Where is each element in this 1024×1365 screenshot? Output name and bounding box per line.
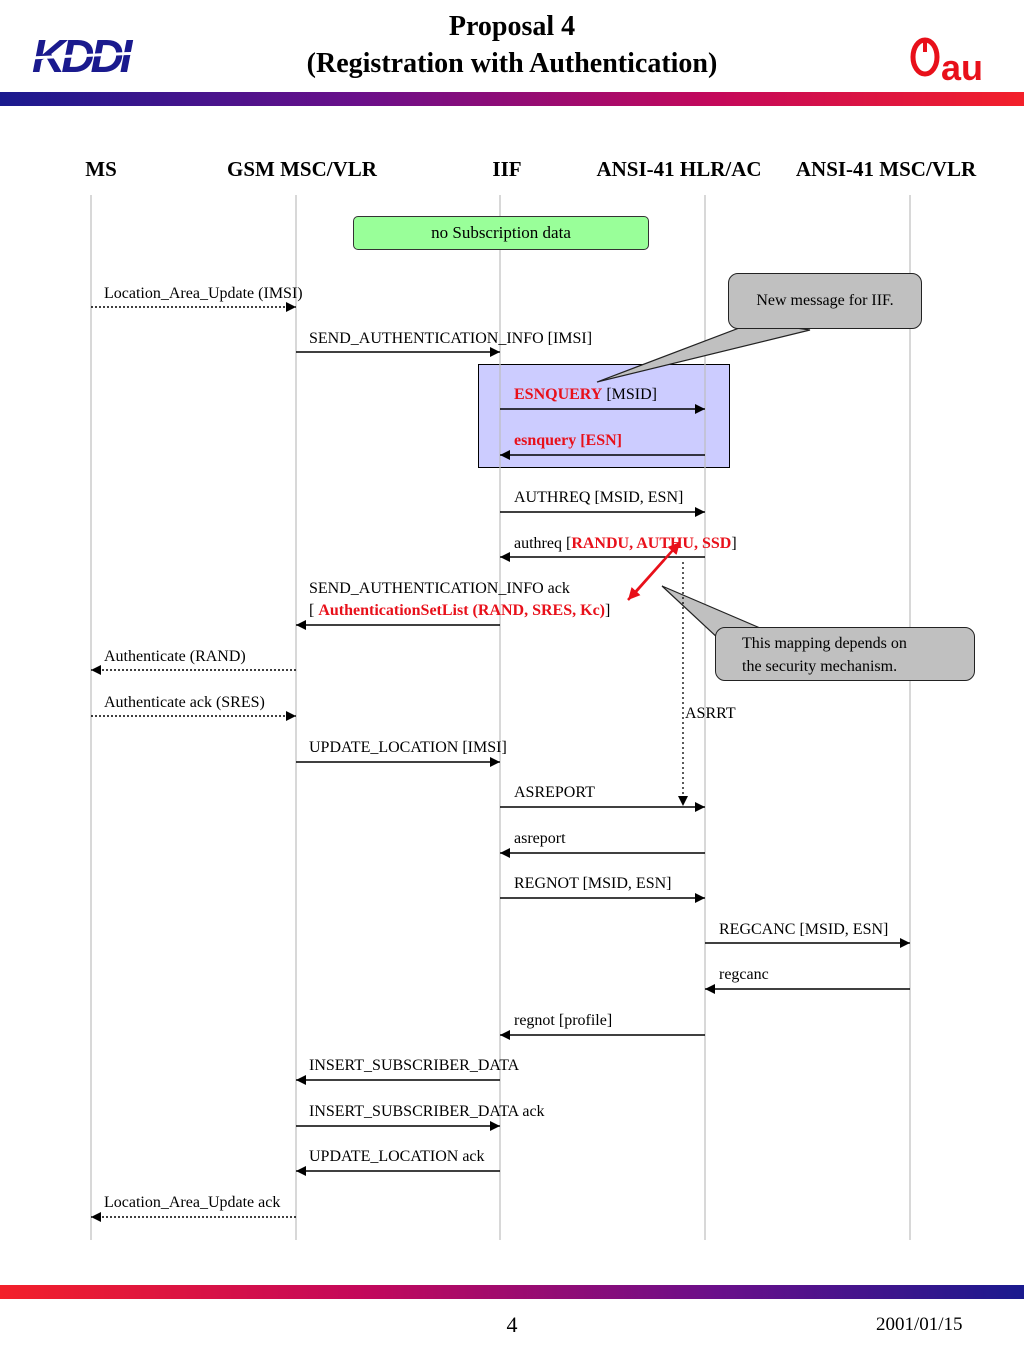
au-logo-text: au xyxy=(941,47,983,85)
label-authenticate-ack: Authenticate ack (SRES) xyxy=(104,694,265,711)
mapping-note-line-2: the security mechanism. xyxy=(742,658,898,675)
label-authreq-resp: authreq [RANDU, AUTHU, SSD] xyxy=(514,534,737,553)
esnquery-highlight-box xyxy=(478,364,730,468)
label-update-location: UPDATE_LOCATION [IMSI] xyxy=(309,739,507,756)
label-ul-ack: UPDATE_LOCATION ack xyxy=(309,1148,485,1165)
title-line-2: (Registration with Authentication) xyxy=(306,48,718,79)
label-authreq-resp-params: RANDU, AUTHU, SSD xyxy=(571,535,732,552)
label-asrrt: ASRRT xyxy=(685,705,736,722)
label-authreq: AUTHREQ [MSID, ESN] xyxy=(514,489,684,506)
entity-ms: MS xyxy=(85,157,117,181)
label-regcanc-resp: regcanc xyxy=(719,966,769,983)
label-esnquery-resp: esnquery [ESN] xyxy=(514,432,623,449)
kddi-logo: KDDI xyxy=(30,32,162,78)
label-sai-ack-params: AuthenticationSetList (RAND, SRES, Kc) xyxy=(318,602,605,619)
label-asreport-resp: asreport xyxy=(514,830,566,847)
label-sai-ack-line1: SEND_AUTHENTICATION_INFO ack xyxy=(309,580,570,597)
label-authreq-resp-prefix: authreq [ xyxy=(514,535,572,552)
page-number: 4 xyxy=(506,1312,518,1337)
red-mapping-arrow-up xyxy=(633,541,681,595)
footer-gradient-bar xyxy=(0,1285,1024,1299)
label-regnot: REGNOT [MSID, ESN] xyxy=(514,875,672,892)
label-sai-ack-prefix: [ xyxy=(309,602,319,619)
label-sai-ack-line2: [ AuthenticationSetList (RAND, SRES, Kc)… xyxy=(309,601,610,620)
new-message-note: New message for IIF. xyxy=(728,273,922,329)
label-authenticate: Authenticate (RAND) xyxy=(104,648,246,665)
footer-date: 2001/01/15 xyxy=(876,1314,963,1335)
no-subscription-data-box: no Subscription data xyxy=(353,216,649,250)
new-message-callout-pointer xyxy=(596,321,811,383)
entity-iif: IIF xyxy=(492,157,522,181)
mapping-note-line-1: This mapping depends on xyxy=(742,635,907,652)
label-regcanc: REGCANC [MSID, ESN] xyxy=(719,921,889,938)
label-esnquery-params: [MSID] xyxy=(602,386,658,403)
label-authreq-resp-suffix: ] xyxy=(731,535,737,552)
label-asreport: ASREPORT xyxy=(514,784,595,801)
entity-ansi41-hlr-ac: ANSI-41 HLR/AC xyxy=(596,157,762,181)
label-lau-ack: Location_Area_Update ack xyxy=(104,1194,281,1211)
page-title: Proposal 4 (Registration with Authentica… xyxy=(0,8,1024,82)
title-line-1: Proposal 4 xyxy=(448,11,576,42)
label-esnquery: ESNQUERY [MSID] xyxy=(514,385,657,404)
label-isd: INSERT_SUBSCRIBER_DATA xyxy=(309,1057,520,1074)
entity-ansi41-msc-vlr: ANSI-41 MSC/VLR xyxy=(795,157,977,181)
label-lau: Location_Area_Update (IMSI) xyxy=(104,285,303,302)
label-regnot-resp: regnot [profile] xyxy=(514,1012,613,1029)
label-sai-ack-suffix: ] xyxy=(605,602,611,619)
label-sai: SEND_AUTHENTICATION_INFO [IMSI] xyxy=(309,330,593,347)
label-isd-ack: INSERT_SUBSCRIBER_DATA ack xyxy=(309,1103,545,1120)
au-logo: au xyxy=(910,37,983,85)
header-gradient-bar xyxy=(0,92,1024,106)
label-esnquery-name: ESNQUERY xyxy=(514,386,603,403)
mapping-note: This mapping depends on the security mec… xyxy=(715,627,975,681)
entity-gsm-msc-vlr: GSM MSC/VLR xyxy=(227,157,377,181)
